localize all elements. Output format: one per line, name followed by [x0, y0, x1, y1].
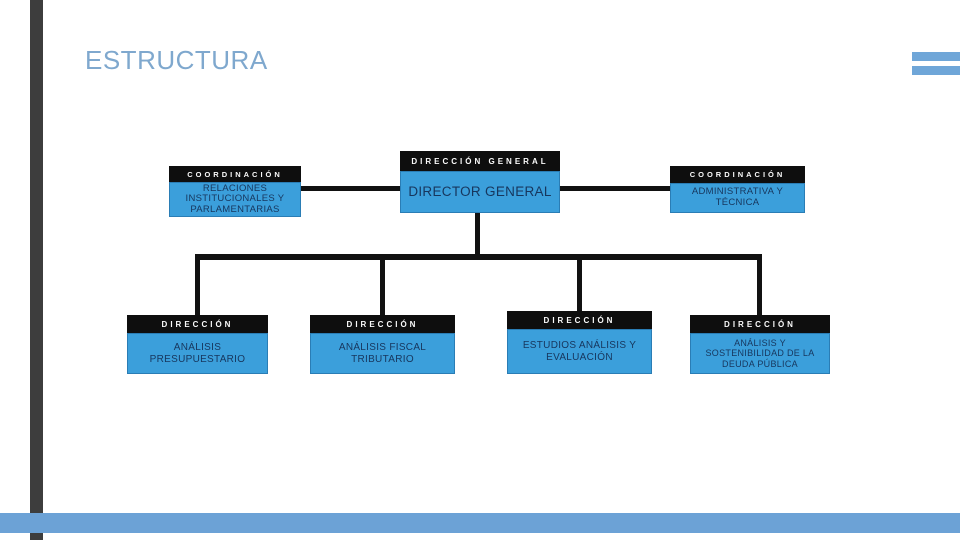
- connector-trunk: [195, 254, 762, 260]
- org-node-header: DIRECCIÓN: [127, 315, 268, 333]
- org-node-header: DIRECCIÓN: [690, 315, 830, 333]
- org-node-label: ANÁLISIS Y SOSTENIBILIDAD DE LA DEUDA PÚ…: [690, 333, 830, 374]
- top-right-stripe-1: [912, 52, 960, 61]
- connector-root-to-coord-right: [559, 186, 671, 191]
- org-node-direccion-fiscal: DIRECCIÓN ANÁLISIS FISCAL TRIBUTARIO: [310, 315, 455, 374]
- connector-root-vertical: [475, 212, 480, 256]
- org-node-header: DIRECCIÓN: [310, 315, 455, 333]
- bottom-accent-bar: [0, 513, 960, 533]
- org-node-header: COORDINACIÓN: [670, 166, 805, 183]
- org-node-direccion-presupuestario: DIRECCIÓN ANÁLISIS PRESUPUESTARIO: [127, 315, 268, 374]
- connector-root-to-coord-left: [299, 186, 401, 191]
- org-node-director-general: DIRECCIÓN GENERAL DIRECTOR GENERAL: [400, 151, 560, 213]
- org-node-direccion-estudios: DIRECCIÓN ESTUDIOS ANÁLISIS Y EVALUACIÓN: [507, 311, 652, 374]
- connector-drop-2: [380, 258, 385, 315]
- org-node-label: RELACIONES INSTITUCIONALES Y PARLAMENTAR…: [169, 182, 301, 217]
- org-node-header: DIRECCIÓN: [507, 311, 652, 329]
- org-node-label: ANÁLISIS FISCAL TRIBUTARIO: [310, 333, 455, 374]
- org-node-header: COORDINACIÓN: [169, 166, 301, 182]
- top-right-stripe-2: [912, 66, 960, 75]
- org-node-coordinacion-relaciones: COORDINACIÓN RELACIONES INSTITUCIONALES …: [169, 166, 301, 217]
- org-node-coordinacion-administrativa: COORDINACIÓN ADMINISTRATIVA Y TÉCNICA: [670, 166, 805, 213]
- page-title: ESTRUCTURA: [85, 45, 268, 75]
- connector-drop-1: [195, 258, 200, 315]
- org-node-header: DIRECCIÓN GENERAL: [400, 151, 560, 171]
- connector-drop-3: [577, 258, 582, 311]
- org-node-direccion-deuda: DIRECCIÓN ANÁLISIS Y SOSTENIBILIDAD DE L…: [690, 315, 830, 374]
- org-node-label: DIRECTOR GENERAL: [400, 171, 560, 213]
- org-node-label: ANÁLISIS PRESUPUESTARIO: [127, 333, 268, 374]
- connector-drop-4: [757, 258, 762, 315]
- org-node-label: ADMINISTRATIVA Y TÉCNICA: [670, 183, 805, 213]
- org-node-label: ESTUDIOS ANÁLISIS Y EVALUACIÓN: [507, 329, 652, 374]
- left-accent-bar: [30, 0, 43, 540]
